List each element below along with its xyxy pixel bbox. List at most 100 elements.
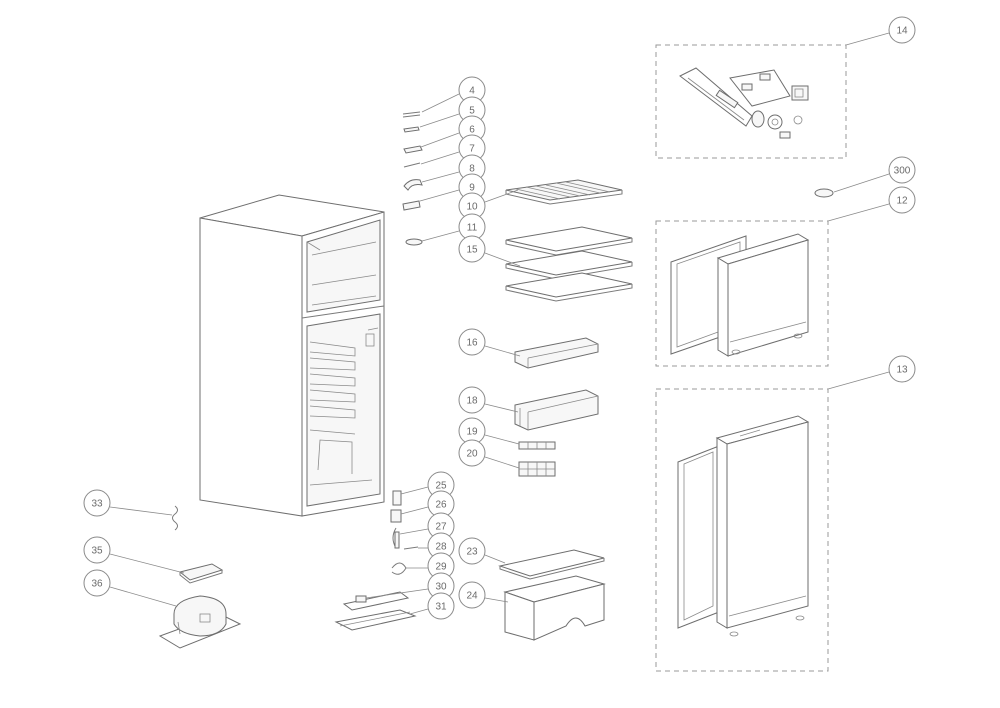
callout-number: 26 [435, 500, 447, 511]
callout-number: 300 [894, 166, 911, 177]
egg-tray [518, 441, 556, 450]
callout-number: 27 [435, 522, 447, 533]
callout-leader-line [484, 554, 506, 564]
callout-circle [888, 16, 916, 44]
callout-leader-line [484, 252, 521, 267]
callout-leader-line [109, 553, 185, 574]
callout-circle [83, 569, 111, 597]
callout-number: 15 [466, 245, 478, 256]
callout-leader-line [420, 151, 460, 165]
callout-leader-line [827, 203, 890, 222]
callout-300: 300 [833, 156, 916, 193]
callout-27: 27 [399, 512, 455, 540]
callout-number: 7 [469, 144, 475, 155]
callout-19: 19 [458, 417, 520, 445]
callout-leader-line [409, 608, 429, 615]
callout-9: 9 [419, 173, 486, 202]
callout-leader-line [365, 588, 429, 599]
callout-number: 18 [466, 396, 478, 407]
door-bin-upper [514, 337, 599, 369]
callout-leader-line [833, 173, 890, 193]
box-freezer-door [655, 220, 829, 367]
callout-leader-line [399, 528, 429, 535]
callout-leader-line [484, 345, 521, 357]
compressor-tray [178, 563, 224, 584]
callout-leader-line [484, 189, 519, 203]
callout-number: 35 [91, 546, 103, 557]
callout-number: 14 [896, 26, 908, 37]
compressor [158, 595, 242, 649]
callout-number: 8 [469, 164, 475, 175]
small-fittings [402, 111, 423, 246]
thermostat-parts [334, 490, 419, 631]
callout-number: 31 [435, 602, 447, 613]
callout-leader-line [419, 189, 460, 202]
callout-number: 30 [435, 582, 447, 593]
fridge-door-gasket [677, 445, 720, 629]
callout-23: 23 [458, 537, 506, 565]
callout-31: 31 [409, 592, 455, 620]
callout-15: 15 [458, 235, 521, 267]
callout-24: 24 [458, 581, 509, 609]
callout-number: 12 [896, 196, 908, 207]
callout-leader-line [421, 230, 460, 242]
callout-leader-line [400, 486, 429, 495]
callout-number: 28 [435, 542, 447, 553]
glass-shelves [505, 226, 633, 302]
callout-circle [427, 592, 455, 620]
callout-20: 20 [458, 439, 520, 469]
box-fridge-door [655, 388, 829, 672]
callout-8: 8 [421, 154, 486, 183]
callout-leader-line [421, 171, 460, 183]
control-panel-parts [679, 67, 809, 139]
callout-10: 10 [458, 189, 519, 220]
callout-number: 6 [469, 125, 475, 136]
freezer-door [716, 233, 810, 357]
callout-number: 9 [469, 183, 475, 194]
callout-number: 4 [469, 86, 475, 97]
callout-circle [458, 328, 486, 356]
callout-number: 29 [435, 562, 447, 573]
callout-14: 14 [845, 16, 916, 46]
callout-number: 19 [466, 427, 478, 438]
callout-leader-line [845, 32, 890, 46]
callout-leader-line [109, 506, 173, 516]
fridge-door [715, 415, 810, 637]
callout-leader-line [484, 403, 519, 413]
callout-circle [458, 537, 486, 565]
callout-circle [83, 536, 111, 564]
callout-number: 5 [469, 106, 475, 117]
callout-number: 20 [466, 449, 478, 460]
callout-leader-line [420, 132, 460, 148]
callout-number: 24 [466, 591, 478, 602]
callout-leader-line [484, 456, 520, 469]
callout-leader-line [419, 113, 460, 128]
callout-circle [458, 439, 486, 467]
door-bin-lower [514, 389, 599, 431]
callout-circle [888, 186, 916, 214]
callout-number: 23 [466, 547, 478, 558]
part-callouts: 4567891011121314151618192023242526272829… [83, 16, 916, 620]
callout-16: 16 [458, 328, 521, 357]
small-disc-part [814, 188, 834, 198]
callout-35: 35 [83, 536, 185, 574]
callout-7: 7 [420, 134, 486, 165]
callout-18: 18 [458, 386, 519, 414]
callout-circle [888, 355, 916, 383]
callout-33: 33 [83, 489, 173, 517]
wire-shelf [505, 179, 623, 205]
wire-spring [172, 505, 178, 531]
callout-12: 12 [827, 186, 916, 222]
box-control-panel [655, 44, 847, 159]
callout-number: 10 [466, 202, 478, 213]
callout-28: 28 [418, 532, 455, 560]
callout-circle [458, 235, 486, 263]
crisper-drawer [503, 575, 606, 641]
callout-circle [458, 386, 486, 414]
callout-leader-line [400, 506, 429, 515]
callout-11: 11 [421, 213, 486, 242]
ice-tray [518, 461, 556, 477]
crisper-cover [498, 549, 605, 580]
callout-circle [458, 581, 486, 609]
